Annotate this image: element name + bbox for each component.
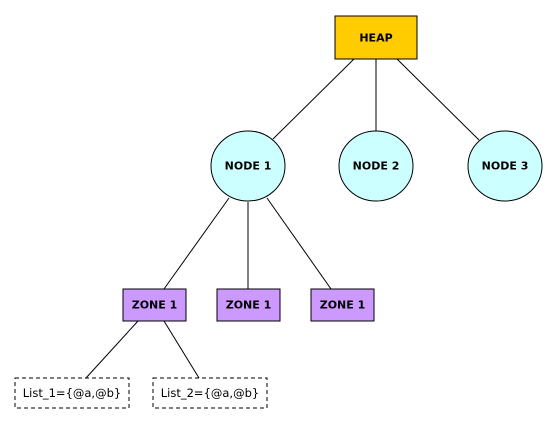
node-1-ellipse [210, 130, 286, 202]
zone-1b-label: ZONE 1 [226, 299, 272, 312]
list-1-box: List_1={@a,@b} [14, 377, 130, 409]
zone-1c-box: ZONE 1 [310, 288, 375, 322]
zone-1a-box: ZONE 1 [122, 288, 187, 322]
zone-1b-rect [216, 288, 281, 322]
edges [85, 58, 480, 379]
heap-label: HEAP [359, 32, 392, 45]
list-2-label: List_2={@a,@b} [161, 386, 259, 400]
node-1-circle: NODE 1 [210, 130, 286, 202]
list-2-box: List_2={@a,@b} [152, 377, 268, 409]
node-3-circle: NODE 3 [467, 130, 543, 202]
zone-1a-rect [122, 288, 187, 322]
edge-heap-node-3 [396, 58, 480, 141]
node-1-label: NODE 1 [225, 160, 272, 173]
node-2-label: NODE 2 [353, 160, 400, 173]
node-3-label: NODE 3 [482, 160, 529, 173]
zone-1a-label: ZONE 1 [132, 299, 178, 312]
edge-node-1-zone-1c [266, 197, 332, 290]
node-2-circle: NODE 2 [338, 130, 414, 202]
zone-1c-rect [310, 288, 375, 322]
node-3-ellipse [467, 130, 543, 202]
edge-node-1-zone-1a [163, 197, 230, 290]
edge-zone-1a-list-1 [85, 320, 139, 379]
list-1-label: List_1={@a,@b} [23, 386, 121, 400]
list-2-rect [152, 377, 268, 409]
edge-zone-1a-list-2 [163, 320, 200, 379]
edge-heap-node-1 [272, 58, 355, 140]
zone-1b-box: ZONE 1 [216, 288, 281, 322]
list-1-rect [14, 377, 130, 409]
node-2-ellipse [338, 130, 414, 202]
heap-rect [334, 15, 418, 60]
heap-box: HEAP [334, 15, 418, 60]
zone-1c-label: ZONE 1 [320, 299, 366, 312]
